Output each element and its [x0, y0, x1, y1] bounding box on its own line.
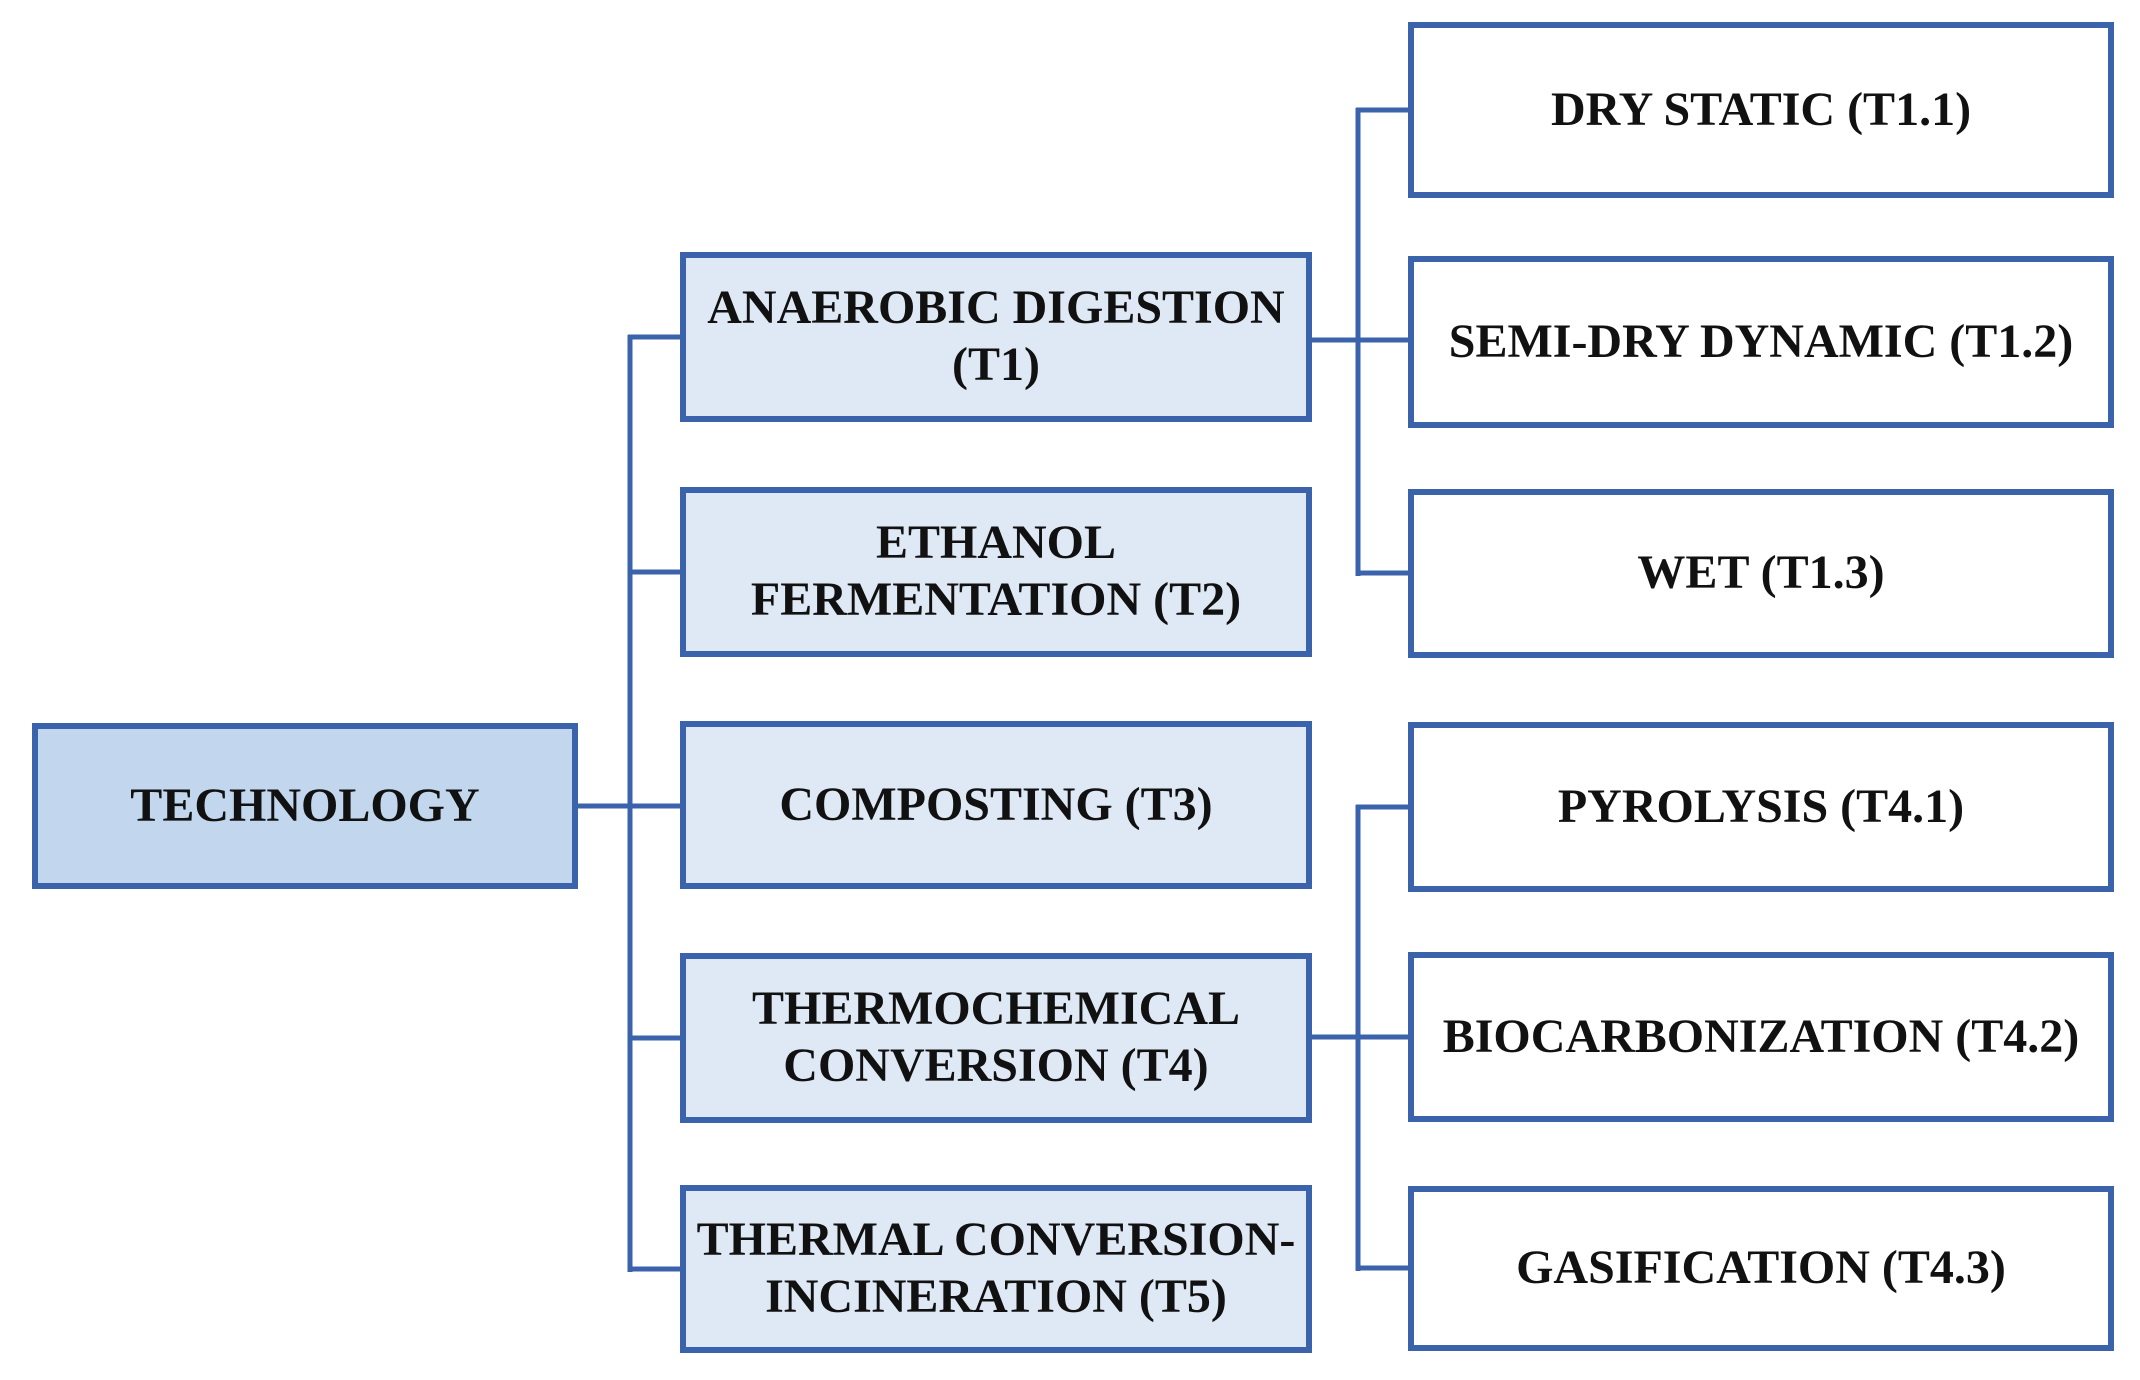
node-t2-label: ETHANOL FERMENTATION (T2) [750, 516, 1242, 626]
node-technology: TECHNOLOGY [32, 723, 578, 889]
node-t1-1-label: DRY STATIC (T1.1) [1550, 82, 1972, 136]
node-t5-label: THERMAL CONVERSION- INCINERATION (T5) [696, 1213, 1296, 1323]
node-gasification-t4-3: GASIFICATION (T4.3) [1408, 1186, 2114, 1351]
node-wet-t1-3: WET (T1.3) [1408, 489, 2114, 658]
node-semi-dry-dynamic-t1-2: SEMI-DRY DYNAMIC (T1.2) [1408, 256, 2114, 428]
node-thermochemical-conversion-t4: THERMOCHEMICAL CONVERSION (T4) [680, 953, 1312, 1123]
node-thermal-conversion-incineration-t5: THERMAL CONVERSION- INCINERATION (T5) [680, 1185, 1312, 1353]
node-t1-3-label: WET (T1.3) [1637, 546, 1885, 600]
node-technology-label: TECHNOLOGY [130, 778, 480, 832]
node-ethanol-fermentation-t2: ETHANOL FERMENTATION (T2) [680, 487, 1312, 657]
node-t4-2-label: BIOCARBONIZATION (T4.2) [1442, 1009, 2080, 1063]
node-dry-static-t1-1: DRY STATIC (T1.1) [1408, 22, 2114, 198]
node-t1-label: ANAEROBIC DIGESTION (T1) [707, 281, 1285, 391]
node-biocarbonization-t4-2: BIOCARBONIZATION (T4.2) [1408, 952, 2114, 1122]
node-composting-t3: COMPOSTING (T3) [680, 721, 1312, 889]
node-t1-2-label: SEMI-DRY DYNAMIC (T1.2) [1448, 314, 2074, 368]
node-t4-1-label: PYROLYSIS (T4.1) [1557, 779, 1965, 833]
node-t4-label: THERMOCHEMICAL CONVERSION (T4) [751, 982, 1240, 1092]
node-pyrolysis-t4-1: PYROLYSIS (T4.1) [1408, 722, 2114, 892]
node-anaerobic-digestion-t1: ANAEROBIC DIGESTION (T1) [680, 252, 1312, 422]
node-t4-3-label: GASIFICATION (T4.3) [1516, 1241, 2006, 1295]
node-t3-label: COMPOSTING (T3) [779, 777, 1213, 831]
